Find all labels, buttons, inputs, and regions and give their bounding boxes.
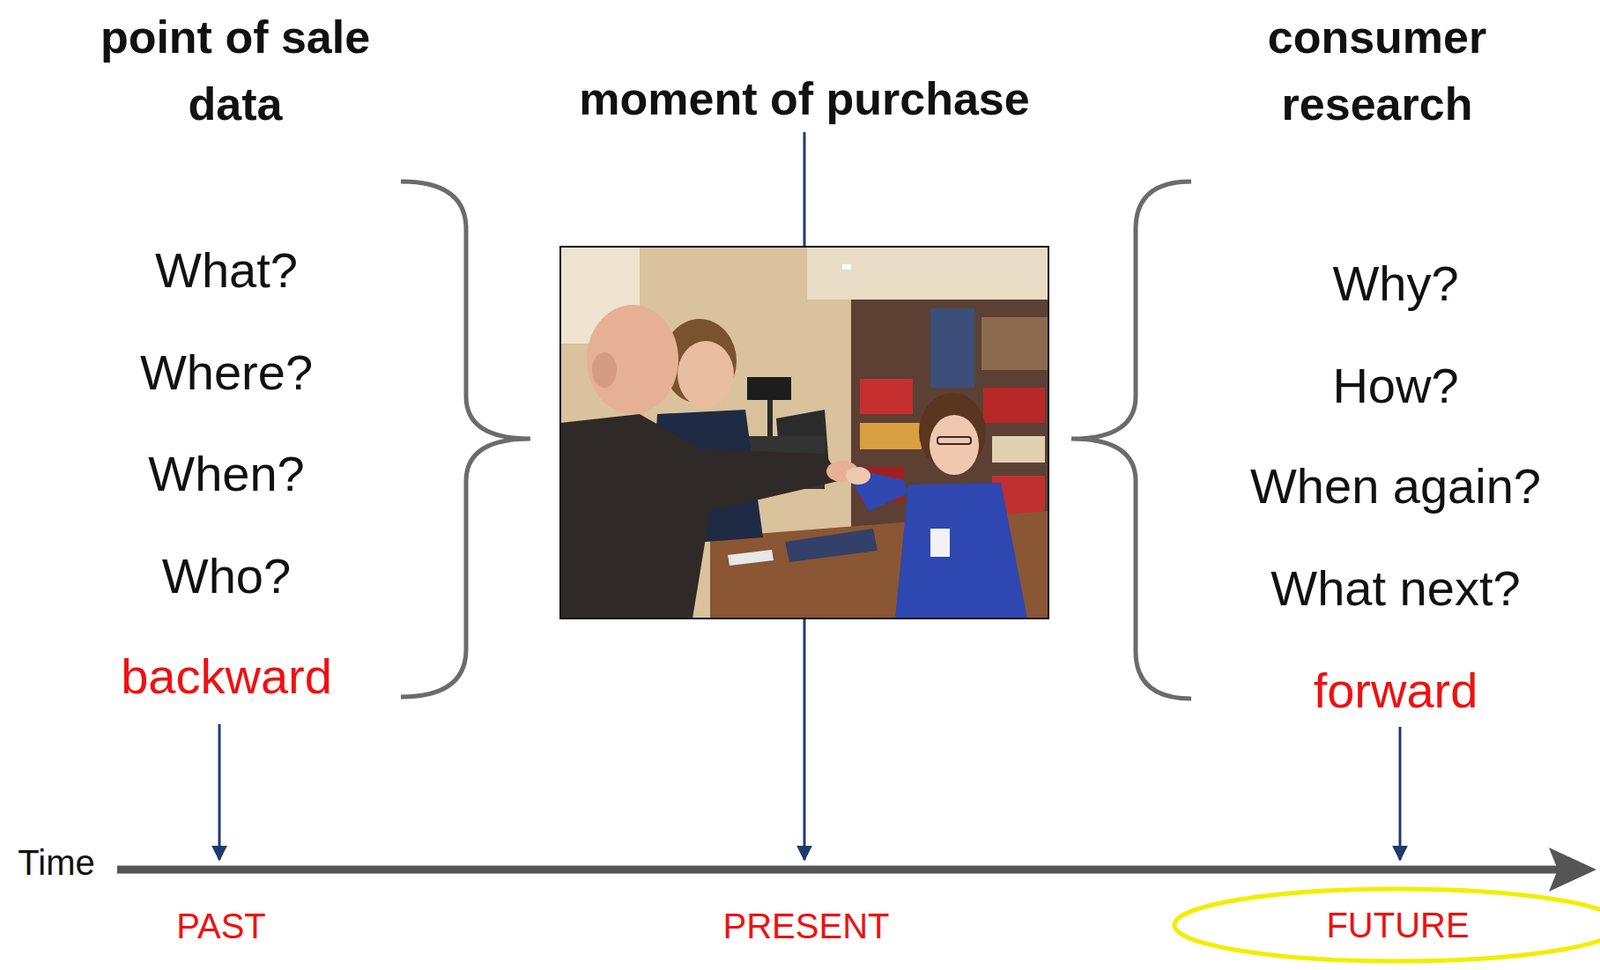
question-item: What?	[67, 241, 386, 300]
question-item: When?	[67, 444, 386, 504]
time-axis	[117, 866, 1560, 875]
time-axis-head	[1548, 847, 1597, 892]
time-label: PRESENT	[700, 905, 912, 947]
column-heading: moment of purchase	[522, 69, 1087, 128]
column-heading: consumer research	[1227, 3, 1527, 138]
future-ellipse: FUTURE	[1171, 886, 1600, 964]
time-label: PAST	[133, 905, 310, 947]
node-text: FUTURE	[1171, 904, 1600, 946]
right-bracket	[1071, 181, 1192, 699]
question-item: What next?	[1210, 559, 1581, 618]
question-item: When again?	[1210, 457, 1581, 516]
question-item: Why?	[1210, 254, 1581, 313]
direction-label: forward	[1210, 661, 1581, 720]
question-item: Who?	[67, 547, 386, 606]
present-arrow	[803, 618, 807, 860]
past-arrow	[218, 724, 222, 860]
direction-label: backward	[67, 647, 386, 706]
axis-label: Time	[7, 842, 105, 883]
question-item: Where?	[67, 343, 386, 402]
question-item: How?	[1210, 356, 1581, 415]
purchase-pointer	[803, 132, 807, 247]
column-heading: point of sale data	[85, 3, 386, 138]
future-arrow	[1399, 726, 1402, 860]
purchase-photo	[560, 246, 1049, 619]
left-bracket	[400, 181, 531, 697]
